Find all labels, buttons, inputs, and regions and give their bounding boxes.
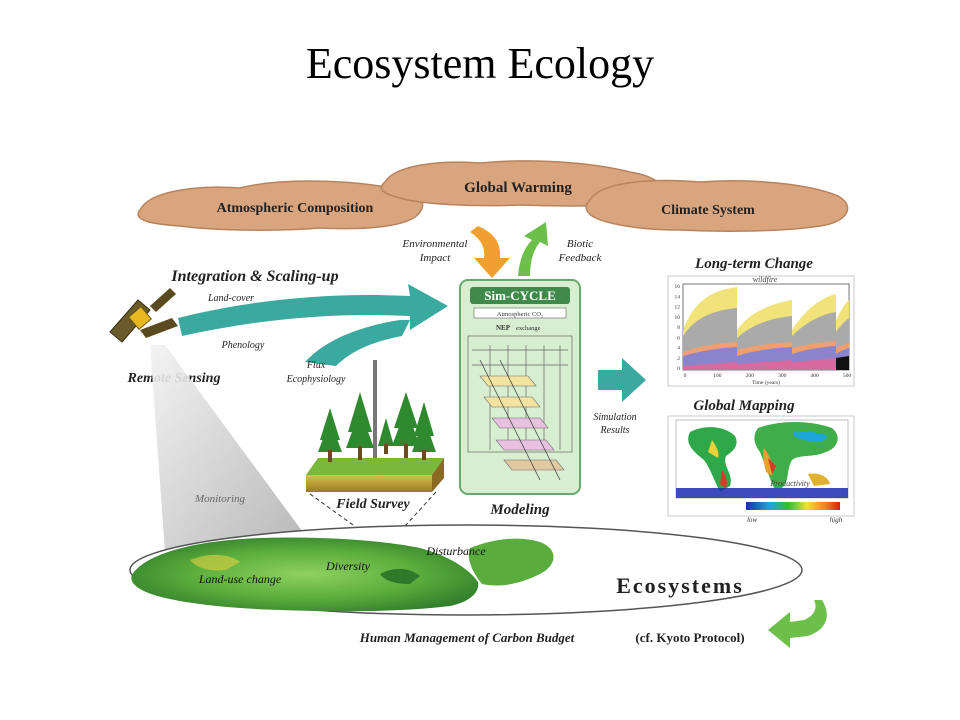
global-map: Productivity [667, 415, 855, 517]
monitoring-beam [150, 345, 305, 552]
ltc-y-tick: 12 [675, 305, 681, 311]
label-phenology: Phenology [221, 340, 265, 351]
satellite-icon [109, 288, 178, 343]
cloud-atmospheric-composition: Atmospheric Composition [137, 180, 424, 231]
label-disturbance: Disturbance [425, 544, 486, 558]
cloud-label-climate-system: Climate System [661, 203, 755, 218]
model-atmosphere: Atmospheric CO₂ [497, 311, 544, 318]
biotic-feedback-arrow-icon [518, 222, 548, 276]
label-ecosystems: Ecosystems [616, 573, 744, 598]
cloud-climate-system: Climate System [585, 179, 849, 232]
slide-title: Ecosystem Ecology [305, 39, 655, 88]
label-monitoring: Monitoring [194, 493, 246, 505]
label-integration: Integration & Scaling-up [170, 268, 338, 285]
ltc-x-tick: 400 [810, 373, 819, 379]
label-environmental: Environmental [402, 238, 468, 250]
label-field-survey: Field Survey [335, 497, 410, 512]
label-human-management: Human Management of Carbon Budget [359, 630, 575, 645]
ecosystems-disc: Ecosystems Disturbance Diversity Land-us… [129, 524, 803, 616]
label-land-cover: Land-cover [207, 293, 254, 304]
ltc-y-tick: 2 [677, 356, 680, 362]
label-biotic: Biotic [567, 238, 593, 250]
ltc-x-tick: 200 [746, 373, 755, 379]
model-exchange: exchange [516, 325, 541, 332]
label-low: low [747, 516, 757, 524]
label-results: Results [600, 425, 630, 436]
ltc-y-tick: 0 [677, 366, 680, 372]
environmental-impact-arrow-icon [470, 226, 510, 278]
ltc-y-tick: 6 [677, 335, 680, 341]
ltc-x-tick: 0 [684, 373, 687, 379]
cloud-label-global-warming: Global Warming [464, 180, 572, 196]
label-modeling: Modeling [489, 502, 550, 518]
model-title: Sim-CYCLE [484, 288, 556, 303]
cloud-label-atmospheric: Atmospheric Composition [217, 201, 374, 216]
label-kyoto: (cf. Kyoto Protocol) [635, 630, 744, 645]
label-high: high [830, 516, 843, 524]
model-nep: NEP [496, 324, 511, 332]
ltc-x-tick: 100 [713, 373, 722, 379]
label-impact: Impact [419, 252, 451, 264]
label-ecophysiology: Ecophysiology [286, 374, 346, 385]
label-productivity: Productivity [769, 479, 810, 488]
ltc-x-tick: 500 [843, 373, 852, 379]
map-legend-bar [746, 502, 840, 510]
ltc-xlabel: Time (years) [752, 379, 780, 386]
label-global-mapping: Global Mapping [693, 398, 795, 414]
label-long-term-change: Long-term Change [694, 256, 813, 272]
label-diversity: Diversity [325, 559, 371, 573]
forest-icon [306, 392, 444, 492]
label-feedback: Feedback [558, 252, 603, 264]
ltc-y-tick: 10 [675, 315, 681, 321]
ltc-y-tick: 14 [675, 294, 681, 300]
ltc-y-tick: 4 [677, 346, 680, 352]
simulation-arrow-icon [598, 358, 646, 402]
sim-cycle-model-box: Sim-CYCLE Atmospheric CO₂ NEP exchange [459, 279, 581, 495]
integration-arrow-icon [178, 284, 448, 336]
label-flux: Flux [306, 360, 326, 371]
flux-arrow-icon [305, 320, 410, 366]
flux-tower [373, 360, 377, 462]
label-land-use: Land-use change [198, 572, 282, 586]
return-arrow-icon [768, 600, 827, 648]
ltc-y-tick: 8 [677, 325, 680, 331]
label-simulation: Simulation [593, 412, 636, 423]
ltc-y-tick: 16 [675, 284, 681, 290]
ltc-x-tick: 300 [778, 373, 787, 379]
label-wildfire: wildfire [753, 275, 778, 284]
